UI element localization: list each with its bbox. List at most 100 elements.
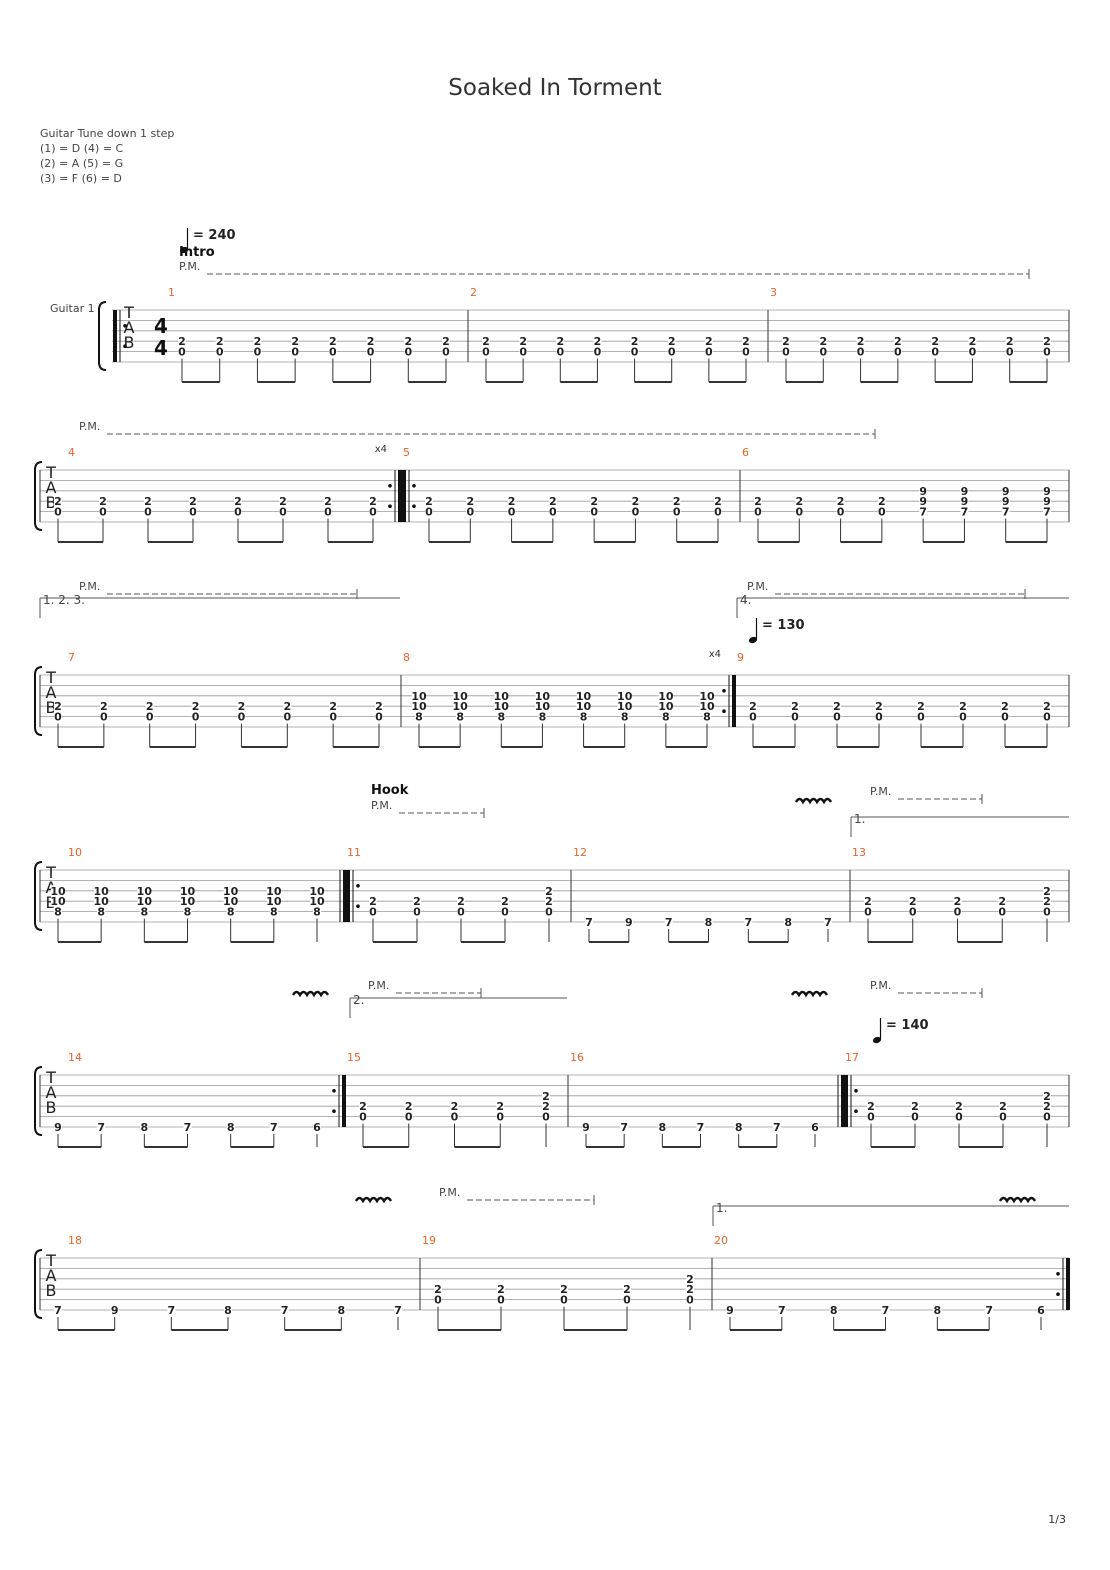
- fret-number: 0: [1001, 711, 1009, 724]
- fret-background: [742, 346, 750, 358]
- fret-background: [819, 335, 828, 347]
- fret-number: 2: [782, 335, 790, 348]
- fret-background: [667, 335, 676, 347]
- double-bar-thick: [343, 870, 346, 922]
- fret-background: [226, 1121, 235, 1133]
- measure-number: 6: [742, 446, 749, 459]
- fret-number: 0: [782, 346, 790, 359]
- tab-clef-letter: A: [46, 1083, 57, 1102]
- fret-background: [434, 1294, 442, 1306]
- fret-number: 0: [216, 346, 224, 359]
- repeat-bar-thick: [732, 675, 736, 727]
- fret-number: 9: [1043, 485, 1051, 498]
- fret-number: 2: [54, 700, 62, 713]
- fret-number: 8: [934, 1304, 942, 1317]
- fret-background: [442, 335, 450, 347]
- fret-number: 0: [705, 346, 713, 359]
- measure-number: 19: [422, 1234, 436, 1247]
- fret-background: [714, 495, 722, 507]
- fret-number: 2: [837, 495, 845, 508]
- fret-background: [466, 506, 475, 518]
- fret-background: [1001, 506, 1010, 518]
- page-number: 1/3: [1048, 1513, 1066, 1526]
- fret-number: 7: [281, 1304, 289, 1317]
- measure-number: 7: [68, 651, 75, 664]
- fret-number: 9: [54, 1121, 62, 1134]
- fret-background: [590, 506, 599, 518]
- fret-background: [434, 1283, 442, 1295]
- fret-number: 0: [549, 506, 557, 519]
- fret-background: [280, 1304, 289, 1316]
- fret-background: [313, 1121, 321, 1133]
- fret-number: 8: [580, 711, 588, 724]
- fret-background: [919, 485, 928, 497]
- fret-background: [811, 1121, 819, 1133]
- repeat-dot: [722, 709, 726, 713]
- fret-background: [877, 495, 886, 507]
- fret-background: [404, 346, 413, 358]
- tuning-heading: Guitar Tune down 1 step: [40, 127, 174, 140]
- fret-background: [968, 335, 977, 347]
- fret-background: [1043, 335, 1051, 347]
- fret-background: [749, 711, 757, 723]
- fret-number: 2: [931, 335, 939, 348]
- tempo-marking: = 240: [193, 228, 236, 243]
- tab-clef-letter: B: [46, 1098, 57, 1117]
- fret-number: 10: [535, 700, 551, 713]
- time-signature-top: 4: [154, 314, 168, 338]
- measure-number: 11: [347, 846, 361, 859]
- tab-clef-letter: T: [123, 303, 134, 322]
- fret-number: 2: [1006, 335, 1014, 348]
- fret-background: [189, 506, 197, 518]
- fret-background: [291, 335, 300, 347]
- fret-number: 8: [830, 1304, 838, 1317]
- fret-number: 0: [931, 346, 939, 359]
- fret-number: 9: [726, 1304, 734, 1317]
- fret-background: [548, 495, 557, 507]
- fret-background: [744, 916, 753, 928]
- measure-number: 8: [403, 651, 410, 664]
- fret-number: 0: [144, 506, 152, 519]
- fret-background: [329, 711, 338, 723]
- fret-background: [867, 1100, 875, 1112]
- fret-number: 10: [50, 885, 66, 898]
- fret-background: [856, 335, 865, 347]
- tab-clef-letter: B: [124, 333, 135, 352]
- fret-background: [782, 346, 790, 358]
- fret-number: 2: [497, 1283, 505, 1296]
- fret-number: 8: [539, 711, 547, 724]
- fret-background: [404, 335, 413, 347]
- fret-number: 8: [497, 711, 505, 724]
- palm-mute-label: P.M.: [79, 420, 100, 433]
- tab-clef-letter: B: [46, 493, 57, 512]
- fret-background: [795, 495, 804, 507]
- fret-background: [754, 495, 762, 507]
- fret-number: 0: [673, 506, 681, 519]
- fret-number: 0: [442, 346, 450, 359]
- fret-background: [501, 895, 509, 907]
- fret-number: 2: [1043, 1100, 1051, 1113]
- fret-background: [457, 906, 465, 918]
- tab-clef-letter: B: [46, 1281, 57, 1300]
- repeat-dot: [123, 324, 127, 328]
- fret-background: [1043, 346, 1051, 358]
- volta-label: 1.: [716, 1201, 727, 1215]
- fret-background: [749, 700, 757, 712]
- repeat-dot: [412, 504, 416, 509]
- fret-background: [836, 506, 845, 518]
- fret-background: [191, 700, 200, 712]
- fret-background: [178, 346, 186, 358]
- fret-background: [337, 1304, 346, 1316]
- fret-background: [450, 1100, 459, 1112]
- fret-number: 0: [367, 346, 375, 359]
- fret-number: 0: [291, 346, 299, 359]
- song-title: Soaked In Torment: [448, 75, 661, 101]
- fret-number: 10: [50, 895, 66, 908]
- fret-number: 2: [742, 335, 750, 348]
- fret-background: [223, 895, 238, 907]
- fret-background: [931, 346, 940, 358]
- fret-number: 10: [452, 690, 468, 703]
- fret-number: 8: [224, 1304, 232, 1317]
- fret-number: 0: [482, 346, 490, 359]
